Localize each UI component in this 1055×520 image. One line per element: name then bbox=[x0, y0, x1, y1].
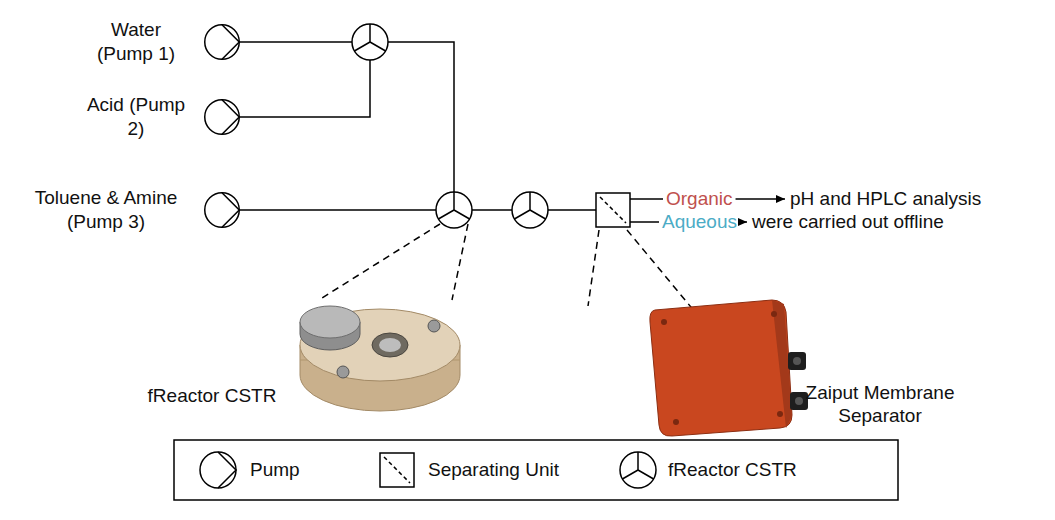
part-name: Zaiput Membrane Separator bbox=[794, 382, 966, 428]
leader-line bbox=[322, 224, 440, 298]
cstr-symbol bbox=[620, 452, 656, 488]
flow-line bbox=[472, 209, 512, 211]
pump-node: Toluene & Amine (Pump 3) bbox=[204, 192, 240, 228]
separator-symbol bbox=[596, 193, 630, 227]
output-arrow bbox=[740, 221, 747, 223]
stream-label: Aqueous bbox=[662, 211, 737, 234]
output-line bbox=[630, 221, 659, 223]
legend-text: Separating Unit bbox=[428, 459, 559, 482]
flow-line bbox=[240, 60, 370, 117]
pump-node: Water (Pump 1) bbox=[204, 24, 240, 60]
stream-label: Organic bbox=[666, 188, 733, 211]
cstr-symbol bbox=[512, 192, 548, 228]
pump-node: Acid (Pump 2) bbox=[204, 99, 240, 135]
pump-label: Water (Pump 1) bbox=[84, 18, 188, 66]
note-text: were carried out offline bbox=[752, 211, 944, 234]
legend-frame bbox=[174, 440, 898, 500]
legend-text: Pump bbox=[250, 459, 300, 482]
output-line bbox=[630, 198, 663, 200]
pump-label: Acid (Pump 2) bbox=[84, 93, 188, 141]
freactor-photo bbox=[300, 306, 460, 411]
flow-line bbox=[548, 209, 596, 211]
zaiput-photo bbox=[650, 300, 808, 436]
pump-symbol bbox=[204, 192, 240, 228]
leader-line bbox=[588, 230, 599, 306]
pump-label: Toluene & Amine (Pump 3) bbox=[24, 186, 188, 234]
cstr-symbol bbox=[352, 24, 388, 60]
pump-symbol bbox=[204, 24, 240, 60]
legend-text: fReactor CSTR bbox=[668, 459, 797, 482]
flow-line bbox=[240, 41, 352, 43]
cstr-symbol bbox=[436, 192, 472, 228]
leader-line bbox=[627, 230, 700, 318]
pump-symbol bbox=[204, 99, 240, 135]
flow-line bbox=[388, 42, 454, 192]
flow-line bbox=[240, 209, 436, 211]
part-name: fReactor CSTR bbox=[148, 385, 277, 408]
output-arrow bbox=[736, 198, 785, 200]
note-text: pH and HPLC analysis bbox=[790, 188, 981, 211]
separator-symbol bbox=[380, 453, 414, 487]
leader-line bbox=[452, 224, 468, 300]
pump-symbol bbox=[200, 452, 236, 488]
